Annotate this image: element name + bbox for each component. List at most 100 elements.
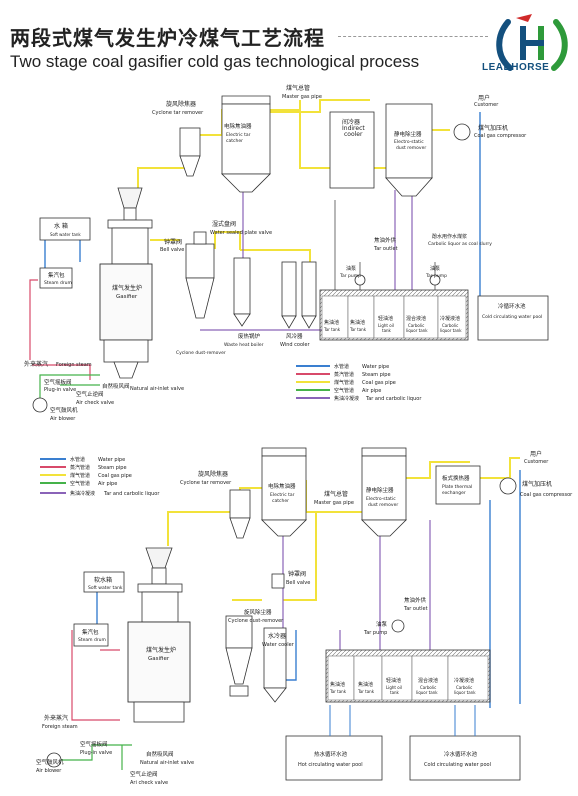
- bottom-electrostatic-zh: 静电除尘器: [366, 486, 394, 494]
- bottom-water-cooler: [263, 627, 287, 703]
- top-slurry-en: Carbolic liquor as coal slurry: [428, 241, 492, 247]
- top-tank-4-zh: 混合液池: [406, 315, 426, 322]
- top-pump-b-zh: 油泵: [430, 265, 440, 272]
- top-tank-2-zh: 焦油池: [350, 319, 365, 326]
- bottom-tar-pump-en: Tar pump: [363, 630, 387, 636]
- top-electrostatic-en1: Electro-static: [394, 139, 424, 145]
- bottom-electrostatic-dust-remover: [361, 447, 407, 537]
- top-water-sealed-en: Water sealed plate valve: [210, 230, 272, 236]
- bottom-customer-en: Customer: [524, 459, 549, 465]
- top-soft-water-zh: 水 箱: [54, 222, 68, 230]
- title-divider: [338, 36, 488, 37]
- bottom-tank-4-en1: Carbolic: [420, 685, 436, 690]
- bottom-tank-3-zh: 轻油池: [386, 677, 401, 684]
- bottom-cold-pool-zh: 冷水循环水池: [444, 750, 478, 758]
- bottom-cyclone-tar-en: Cyclone tar remover: [180, 480, 232, 486]
- top-tank-4-en2: liquor tank: [406, 328, 428, 333]
- bottom-gas-compressor: [499, 477, 517, 495]
- bottom-legend-tar-en: Tar and carbolic liquor: [103, 491, 160, 497]
- top-gas-compressor: [453, 123, 471, 141]
- bottom-cyclone-dust-zh: 旋风除尘器: [244, 608, 272, 616]
- bottom-cyclone-dust-remover: [225, 615, 253, 697]
- top-steam-drum-zh: 集汽包: [48, 271, 65, 279]
- brand-name: LEADHORSE: [482, 62, 550, 73]
- bottom-gasifier-zh: 煤气发生炉: [146, 646, 176, 654]
- bottom-compressor-zh: 煤气加压机: [522, 480, 552, 488]
- top-gasifier: [99, 187, 153, 379]
- bottom-electric-tar-zh: 电除焦油器: [268, 482, 296, 490]
- top-indirect-zh: 间冷器: [342, 118, 360, 126]
- top-electric-tar-catcher: [221, 95, 271, 193]
- bottom-cold-pool: [409, 735, 521, 781]
- top-cyclone-dust-remover: [185, 231, 215, 319]
- top-cold-pool-zh: 冷循环水池: [498, 302, 526, 310]
- bottom-soft-water-zh: 软水箱: [94, 576, 112, 584]
- bottom-cold-pool-en: Cold circulating water pool: [424, 762, 491, 768]
- bottom-hot-pool: [285, 735, 383, 781]
- bottom-cyclone-dust-en: Cyclone dust-remover: [228, 618, 284, 624]
- top-soft-water-tank: [39, 217, 91, 241]
- bottom-tank-1-en: Tar tank: [329, 689, 347, 694]
- top-gasifier-zh: 煤气发生炉: [112, 284, 142, 292]
- top-indirect-en2: cooler: [344, 131, 363, 138]
- bottom-cyclone-tar-zh: 旋风除焦器: [198, 470, 228, 478]
- top-cyclone-dust-en: Cyclone dust-remover: [176, 350, 226, 356]
- top-waste-heat-en: Waste heat boiler: [224, 342, 264, 348]
- bottom-natural-air-en: Natural air-inlet valve: [140, 760, 194, 766]
- bottom-plate-en1: Plate thermal: [442, 484, 472, 490]
- bottom-bell-valve-en: Bell valve: [286, 580, 310, 586]
- bottom-hot-pool-zh: 热水循环水池: [314, 750, 348, 758]
- top-legend-air-en: Air pipe: [362, 388, 381, 394]
- bottom-tar-pump: [391, 619, 405, 633]
- top-electrostatic-zh: 静电除尘器: [394, 130, 422, 138]
- top-customer-zh: 用户: [478, 94, 490, 102]
- bottom-air-pipes: [60, 744, 132, 770]
- top-customer-en: Customer: [474, 102, 499, 108]
- top-tank-1-zh: 焦油池: [324, 319, 339, 326]
- top-slurry-zh: 酚水用作水煤浆: [432, 233, 467, 240]
- top-indirect-en1: Indirect: [342, 125, 365, 132]
- top-compressor-zh: 煤气加压机: [478, 124, 508, 132]
- bottom-compressor-en: Coal gas compressor: [520, 492, 573, 498]
- top-electric-tar-en2: catcher: [226, 138, 243, 144]
- bottom-tank-5-en1: Carbolic: [456, 685, 472, 690]
- top-master-gas-zh: 煤气总管: [286, 84, 310, 92]
- top-tank-3-en2: tank: [382, 328, 392, 333]
- bottom-cyclone-tar-remover: [229, 489, 251, 539]
- top-tar-outlet-en: Tar outlet: [373, 246, 398, 252]
- bottom-water-cooler-en: Water cooler: [262, 642, 295, 648]
- top-indirect-cooler: [329, 111, 375, 189]
- bottom-tar-pump-zh: 油泵: [376, 620, 388, 628]
- top-tar-outlet-zh: 焦油外供: [374, 236, 397, 244]
- bottom-master-gas-en: Master gas pipe: [314, 500, 354, 506]
- bottom-tank-3-en1: Light oil: [386, 685, 402, 690]
- bottom-legend-water-en: Water pipe: [98, 457, 125, 463]
- bottom-plugin-valve-zh: 空气摇板阀: [80, 740, 108, 748]
- top-natural-air-zh: 自然吸风阀: [102, 382, 130, 390]
- top-electrostatic-dust-remover: [385, 103, 433, 197]
- bottom-tank-2-zh: 焦油池: [358, 681, 373, 688]
- bottom-legend-steam-zh: 蒸汽管道: [70, 464, 90, 471]
- top-legend-steam-zh: 蒸汽管道: [334, 371, 354, 378]
- top-electric-tar-en1: Electric tar: [226, 132, 251, 138]
- bottom-tar-outlet-zh: 焦油外供: [404, 596, 427, 604]
- bottom-check-valve-zh: 空气止逆阀: [130, 770, 158, 778]
- bottom-soft-water-en: Soft water tank: [88, 585, 123, 591]
- top-plugin-valve-en: Plug-in valve: [44, 387, 76, 393]
- bottom-check-valve-en: Ari check valve: [130, 780, 168, 786]
- bottom-legend-steam-en: Steam pipe: [98, 465, 127, 471]
- page-title-english: Two stage coal gasifier cold gas technol…: [10, 52, 420, 71]
- bottom-bell-valve-zh: 钟罩阀: [288, 570, 306, 578]
- top-cyclone-tar-zh: 旋风除焦器: [166, 100, 196, 108]
- bottom-gasifier-en: Gasifier: [148, 656, 170, 662]
- bottom-plate-exchanger: [435, 465, 481, 505]
- top-gasifier-en: Gasifier: [116, 294, 138, 300]
- bottom-foreign-steam-zh: 外来蒸汽: [44, 714, 68, 722]
- bottom-legend-water-zh: 水管道: [70, 456, 85, 463]
- top-master-gas-en: Master gas pipe: [282, 94, 322, 100]
- bottom-water-cooler-zh: 水冷器: [268, 632, 286, 640]
- top-legend-air-zh: 空气管道: [334, 387, 354, 394]
- top-pump-b-en: Tar pump: [425, 273, 447, 279]
- top-legend-gas-zh: 煤气管道: [334, 379, 354, 386]
- bottom-electric-tar-en1: Electric tar: [270, 492, 295, 498]
